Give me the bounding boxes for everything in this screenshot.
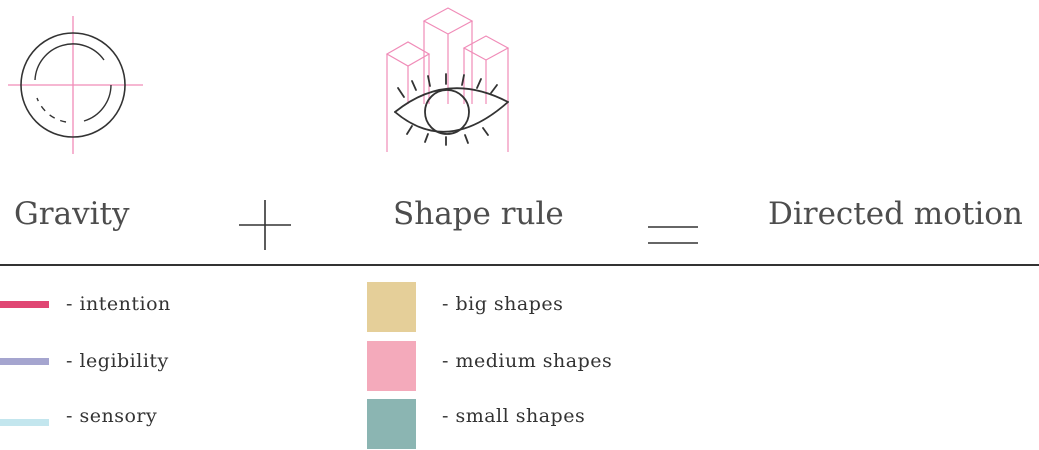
legend-label-big-shapes: - big shapes	[442, 293, 564, 315]
legend-swatch-big	[367, 282, 416, 332]
eye-blocks-icon	[380, 4, 515, 156]
legend-label-intention: - intention	[66, 293, 171, 315]
term-directed-motion: Directed motion	[768, 196, 1023, 232]
legend-label-sensory: - sensory	[66, 405, 158, 427]
legend-line-sensory	[0, 419, 49, 426]
legend-line-legibility	[0, 358, 49, 365]
plus-icon	[239, 200, 291, 250]
term-gravity: Gravity	[14, 196, 130, 232]
equation-divider	[0, 264, 1039, 266]
gravity-circle-icon	[8, 16, 143, 154]
legend-swatch-medium	[367, 341, 416, 391]
term-shape-rule: Shape rule	[393, 196, 564, 232]
equals-icon	[648, 226, 698, 244]
legend-label-medium-shapes: - medium shapes	[442, 350, 613, 372]
legend-label-legibility: - legibility	[66, 350, 169, 372]
legend-line-intention	[0, 301, 49, 308]
legend-swatch-small	[367, 399, 416, 449]
legend-label-small-shapes: - small shapes	[442, 405, 586, 427]
